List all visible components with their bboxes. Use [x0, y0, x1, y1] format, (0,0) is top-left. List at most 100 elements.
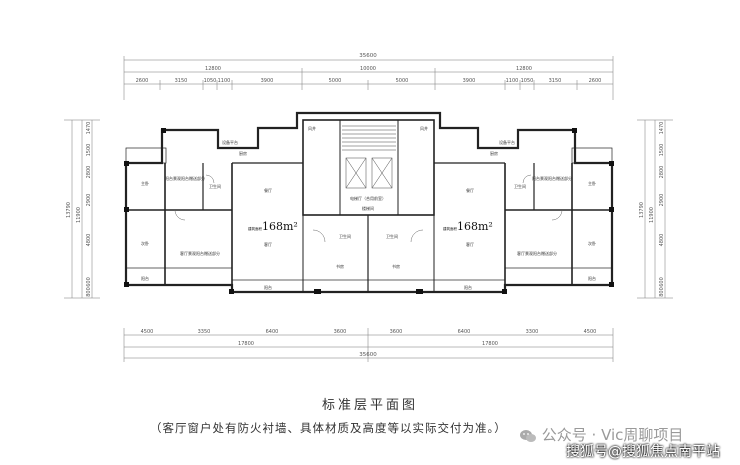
room-study-left: 书房 [336, 263, 344, 269]
room-balcony-right: 阳台 [588, 275, 596, 281]
dim-left-seg: 800 [86, 287, 92, 297]
dim-bottom-seg: 3350 [198, 329, 211, 335]
room-bath-center-right: 卫生间 [386, 233, 398, 239]
dim-top-seg: 1100 [218, 78, 231, 84]
dim-left-seg: 1470 [86, 122, 92, 135]
dim-top-seg: 2600 [589, 78, 602, 84]
room-balcony-bottom-left: 阳台 [264, 284, 272, 290]
room-shaft-left: 风井 [308, 125, 316, 131]
room-master-bed-left: 主卧 [141, 180, 149, 186]
dim-top-mid: 10000 [360, 66, 376, 72]
room-bed-left: 次卧 [141, 240, 149, 246]
side-dimension-labels: 1470150028002900480060080014701500280029… [66, 122, 665, 297]
plan-title: 标准层平面图 [321, 398, 418, 413]
dim-right-seg: 2900 [659, 194, 665, 207]
room-stair: 楼梯间 [362, 205, 374, 211]
dim-left-seg: 1500 [86, 144, 92, 157]
dim-left-seg: 2900 [86, 194, 92, 207]
dim-right-seg: 800 [659, 287, 665, 297]
area-prefix-right: 建筑面积 [443, 226, 457, 231]
dim-right-sub: 11900 [649, 207, 655, 223]
room-dining-right: 餐厅 [466, 187, 474, 193]
area-right: 168m² [457, 220, 493, 233]
room-living-right: 客厅 [466, 241, 474, 247]
room-kitchen-right: 厨房 [490, 150, 498, 156]
area-labels: 建筑面积 168m² 建筑面积 168m² [248, 220, 493, 233]
dim-top-seg: 3150 [175, 78, 188, 84]
dim-bottom-seg: 3300 [526, 329, 539, 335]
top-dimension-lines [123, 56, 614, 100]
dim-bottom-seg: 4500 [141, 329, 154, 335]
dim-left-seg: 4800 [86, 234, 92, 247]
dim-bottom-seg: 4500 [584, 329, 597, 335]
room-shaft-right: 风井 [420, 125, 428, 131]
watermark-line1: 公众号 · Vic周聊项目 [541, 426, 684, 444]
room-labels: 主卧 次卧 阳台 阳台景观阳台赠送部分 卫生间 客厅景观阳台赠送部分 餐厅 客厅… [141, 125, 596, 290]
room-bath-center-left: 卫生间 [339, 233, 351, 239]
bottom-segment-labels: 4500 3350 6400 3600 3600 6400 3300 4500 [141, 329, 597, 335]
room-elevator-hall: 电梯厅（合用前室） [350, 195, 386, 201]
building-walls [124, 111, 614, 294]
dim-bottom-right: 17800 [482, 341, 498, 347]
dim-top-seg: 5000 [396, 78, 409, 84]
dim-top-seg: 3150 [549, 78, 562, 84]
dim-top-seg: 1050 [204, 78, 217, 84]
room-gift-right-a: 阳台景观阳台赠送部分 [532, 175, 572, 181]
room-gift-left-b: 客厅景观阳台赠送部分 [180, 250, 220, 256]
dim-right-seg: 600 [659, 277, 665, 287]
room-balcony-bottom-right: 阳台 [464, 284, 472, 290]
dim-left-seg: 600 [86, 277, 92, 287]
dim-bottom-seg: 6400 [458, 329, 471, 335]
room-bath-left: 卫生间 [209, 183, 221, 189]
side-dimension-lines [64, 119, 673, 299]
room-kitchen-left: 厨房 [239, 150, 247, 156]
room-equip-right: 设备平台 [499, 139, 515, 145]
room-dining-left: 餐厅 [264, 187, 272, 193]
dim-top-left: 12800 [205, 66, 221, 72]
structural-columns [124, 128, 614, 294]
room-gift-right-b: 客厅景观阳台赠送部分 [517, 250, 557, 256]
dim-bottom-total: 35600 [359, 352, 377, 358]
dim-bottom-seg: 3600 [334, 329, 347, 335]
watermark-line2: 搜狐号@搜狐焦点南平站 [566, 444, 720, 460]
area-left: 168m² [262, 220, 298, 233]
stair-hatch [342, 125, 396, 189]
bottom-dimension-labels: 4500 3350 6400 3600 3600 6400 3300 4500 17800 1… [141, 329, 597, 358]
room-gift-left-a: 阳台景观阳台赠送部分 [165, 175, 205, 181]
bottom-dimension-lines [123, 328, 614, 362]
dim-bottom-seg: 6400 [266, 329, 279, 335]
dim-right-seg: 2800 [659, 166, 665, 179]
area-prefix-left: 建筑面积 [248, 226, 262, 231]
room-balcony-left: 阳台 [141, 275, 149, 281]
room-bed-right: 次卧 [588, 240, 596, 246]
plan-note: （客厅窗户处有防火衬墙、具体材质及高度等以实际交付为准。） [150, 421, 507, 435]
dim-top-seg: 2600 [136, 78, 149, 84]
room-equip-left: 设备平台 [222, 139, 238, 145]
dim-top-seg: 3900 [463, 78, 476, 84]
dim-bottom-left: 17800 [238, 341, 254, 347]
dim-top-total: 35600 [359, 53, 377, 59]
dim-right-seg: 1470 [659, 122, 665, 135]
dim-right-seg: 1500 [659, 144, 665, 157]
dim-right-seg: 4800 [659, 234, 665, 247]
room-master-bed-right: 主卧 [588, 180, 596, 186]
dim-top-seg: 5000 [329, 78, 342, 84]
room-living-left: 客厅 [264, 241, 272, 247]
dim-top-seg: 3900 [261, 78, 274, 84]
dim-left-total: 13790 [66, 202, 72, 218]
room-bath-right: 卫生间 [514, 183, 526, 189]
dim-top-seg: 1100 [506, 78, 519, 84]
room-study-right: 书房 [392, 263, 400, 269]
dim-top-right: 12800 [516, 66, 532, 72]
dim-left-seg: 2800 [86, 166, 92, 179]
dim-bottom-seg: 3600 [390, 329, 403, 335]
dim-left-sub: 11900 [76, 207, 82, 223]
watermark-official-account: 公众号 · Vic周聊项目 [519, 424, 683, 445]
door-swings [174, 174, 563, 243]
dim-top-seg: 1050 [521, 78, 534, 84]
wechat-icon [520, 429, 536, 442]
dim-right-total: 13790 [639, 202, 645, 218]
